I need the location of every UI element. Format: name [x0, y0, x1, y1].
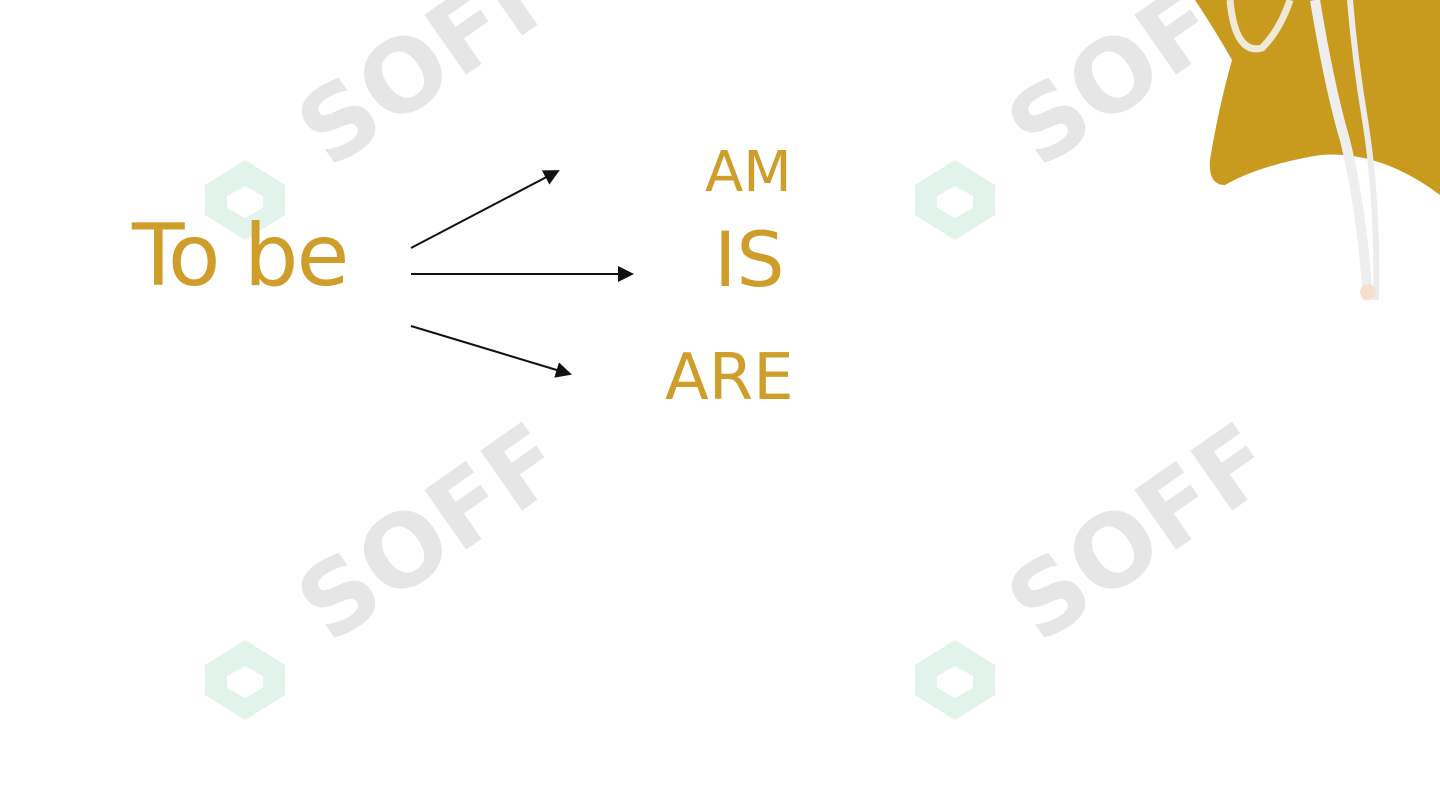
arrow-to-are [410, 325, 572, 378]
target-node-am: AM [705, 140, 792, 205]
arrow-to-am [410, 170, 560, 249]
source-node: To be [132, 206, 349, 306]
target-node-is: IS [714, 215, 785, 304]
target-node-are: ARE [665, 341, 794, 415]
